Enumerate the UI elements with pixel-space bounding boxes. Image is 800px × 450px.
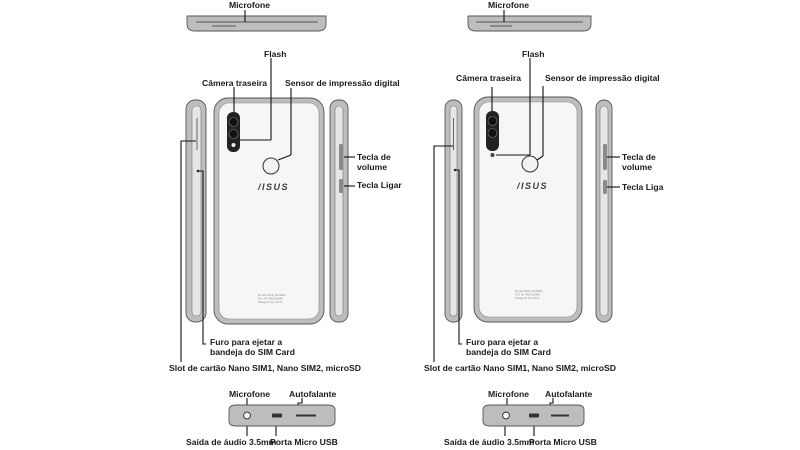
label-card-slot: Slot de cartão Nano SIM1, Nano SIM2, mic… [169, 363, 361, 373]
label-sim-eject-line2: bandeja do SIM Card [466, 347, 551, 357]
audio-jack [502, 411, 510, 420]
label-fingerprint: Sensor de impressão digital [545, 73, 660, 83]
label-volume-key-line2: volume [622, 162, 652, 172]
label-power-key: Tecla Ligar [357, 180, 402, 190]
right-side-view [595, 99, 613, 323]
label-volume-key-line2: volume [357, 162, 387, 172]
fingerprint-sensor [521, 155, 539, 173]
left-side-view [185, 99, 207, 323]
label-flash: Flash [264, 49, 286, 59]
rear-camera-lens-2 [228, 129, 239, 139]
regulatory-text: Designed by ASUS [515, 296, 539, 300]
label-mic-bottom: Microfone [229, 389, 270, 399]
volume-button [339, 144, 343, 170]
regulatory-text: Designed by ASUS [258, 300, 282, 304]
label-volume-key: Tecla de volume [622, 152, 658, 172]
label-mic-top: Microfone [488, 0, 529, 10]
volume-button [603, 144, 607, 170]
regulatory-text: FCC ID: MSQX01BD [258, 297, 283, 301]
label-sim-eject: Furo para ejetar a bandeja do SIM Card [466, 337, 551, 357]
label-volume-key-line1: Tecla de [622, 152, 656, 162]
power-button [339, 179, 343, 193]
bottom-edge-view [482, 404, 585, 427]
rear-camera-lens-1 [228, 117, 239, 127]
label-speaker: Autofalante [289, 389, 336, 399]
label-audio-out: Saída de áudio 3.5mm [186, 437, 277, 447]
label-speaker: Autofalante [545, 389, 592, 399]
label-usb-port: Porta Micro USB [270, 437, 338, 447]
back-view: /ISUS Model ASUS_X01BDA FCC ID: MSQX01BD… [473, 96, 583, 323]
diagram-right: Microfone /ISUS Model ASUS_X01BDA FCC ID… [424, 0, 664, 447]
logo-asus: /ISUS [516, 181, 548, 191]
rear-camera-lens-2 [487, 128, 498, 138]
label-rear-camera: Câmera traseira [456, 73, 521, 83]
label-sim-eject-line1: Furo para ejetar a [466, 337, 538, 347]
top-edge-view [186, 10, 327, 32]
label-fingerprint: Sensor de impressão digital [285, 78, 400, 88]
label-audio-out: Saída de áudio 3.5mm [444, 437, 535, 447]
regulatory-text: FCC ID: MSQX01BD [515, 293, 540, 297]
micro-usb-port [529, 413, 539, 418]
label-volume-key: Tecla de volume [357, 152, 393, 172]
micro-usb-port [272, 413, 282, 418]
back-view: /ISUS Model ASUS_X01BDA FCC ID: MSQX01BD… [213, 97, 325, 325]
bottom-edge-view [228, 404, 336, 427]
logo-asus: /ISUS [257, 182, 289, 192]
label-volume-key-line1: Tecla de [357, 152, 391, 162]
audio-jack [243, 411, 251, 420]
regulatory-text: Model ASUS_X01BDA [258, 293, 286, 297]
callout-lines [180, 58, 355, 436]
right-side-view [329, 99, 349, 323]
flash-led [490, 153, 495, 157]
label-sim-eject-line1: Furo para ejetar a [210, 337, 282, 347]
label-sim-eject: Furo para ejetar a bandeja do SIM Card [210, 337, 295, 357]
regulatory-text: Model ASUS_X01BDA [515, 289, 543, 293]
callout-lines [433, 58, 620, 436]
label-flash: Flash [522, 49, 544, 59]
flash-led [231, 143, 236, 147]
top-edge-view [467, 10, 592, 32]
label-mic-bottom: Microfone [488, 389, 529, 399]
label-mic-top: Microfone [229, 0, 270, 10]
label-power-key: Tecla Liga [622, 182, 664, 192]
label-usb-port: Porta Micro USB [529, 437, 597, 447]
label-card-slot: Slot de cartão Nano SIM1, Nano SIM2, mic… [424, 363, 616, 373]
label-rear-camera: Câmera traseira [202, 78, 267, 88]
power-button [603, 180, 607, 194]
fingerprint-sensor [262, 157, 280, 175]
rear-camera-lens-1 [487, 116, 498, 126]
left-side-view [444, 99, 463, 323]
diagram-left: Microfone /ISUS Model ASUS_X01BDA FCC ID… [169, 0, 402, 447]
label-sim-eject-line2: bandeja do SIM Card [210, 347, 295, 357]
